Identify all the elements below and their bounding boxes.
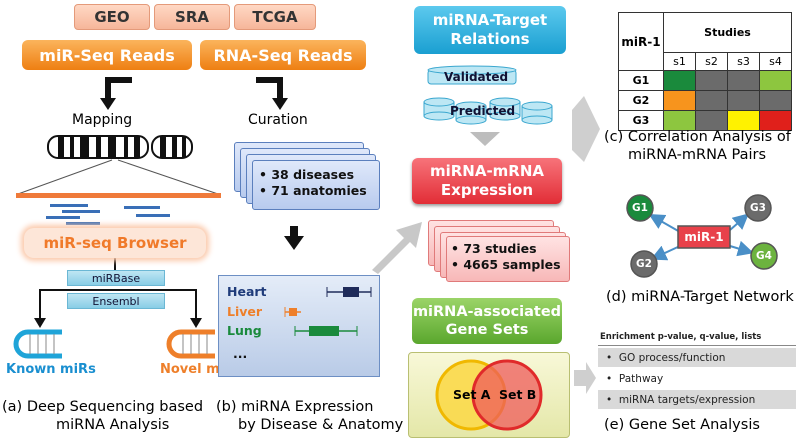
heart-boxplot xyxy=(326,287,372,297)
corr-col-s2: s2 xyxy=(695,52,728,71)
rnaseq-reads-box: RNA-Seq Reads xyxy=(200,40,366,70)
corr-col-s4: s4 xyxy=(759,52,792,71)
tissue-lung: Lung xyxy=(227,323,262,338)
corr-cell xyxy=(759,110,792,131)
g4-node xyxy=(750,242,778,270)
corr-col-s1: s1 xyxy=(663,52,696,71)
corr-cell xyxy=(663,90,696,111)
corr-cell xyxy=(695,110,728,131)
corr-row-g2: G2 xyxy=(618,90,664,111)
known-mir-icon xyxy=(13,329,62,359)
source-sra: SRA xyxy=(154,4,230,30)
target-network xyxy=(626,194,778,278)
source-geo: GEO xyxy=(74,4,150,30)
corr-cell xyxy=(663,110,696,131)
set-a-label: Set A xyxy=(453,387,491,402)
corr-cell xyxy=(759,70,792,91)
g4-label: G4 xyxy=(756,250,772,262)
tissue-more: ... xyxy=(233,346,248,361)
predicted-label: Predicted xyxy=(450,104,516,118)
enrichment-divider xyxy=(598,345,796,346)
list-item: • Pathway xyxy=(598,369,796,388)
mirbase-label: miRBase xyxy=(67,270,165,286)
mapping-label: Mapping xyxy=(72,112,133,128)
table-row: G2 xyxy=(618,90,792,111)
corr-row-header: miR-1 xyxy=(618,12,664,71)
list-item: • miRNA targets/expression xyxy=(598,390,796,409)
corr-cell xyxy=(663,70,696,91)
g2-node xyxy=(630,250,658,278)
list-item: • GO process/function xyxy=(598,348,796,367)
g1-node xyxy=(626,194,654,222)
anatomy-count: • 71 anatomies xyxy=(259,183,367,198)
genome-line xyxy=(16,193,221,198)
validated-label: Validated xyxy=(444,70,509,84)
caption-c: (c) Correlation Analysis of miRNA-mRNA P… xyxy=(604,129,791,163)
grey-arrow-to-expression xyxy=(372,222,422,274)
tissue-liver: Liver xyxy=(227,304,263,319)
disease-count: • 38 diseases xyxy=(259,167,355,182)
corr-cell xyxy=(759,90,792,111)
study-count: • 73 studies xyxy=(451,241,537,256)
corr-cell xyxy=(695,70,728,91)
enrichment-header: Enrichment p-value, q-value, lists xyxy=(600,332,762,342)
corr-cell xyxy=(727,70,760,91)
venn-diagram xyxy=(435,359,543,431)
disease-anatomy-card: • 38 diseases • 71 anatomies xyxy=(252,160,380,210)
mirseq-reads-box: miR-Seq Reads xyxy=(22,40,192,70)
g3-node xyxy=(744,194,772,222)
corr-col-s3: s3 xyxy=(727,52,760,71)
liver-boxplot xyxy=(284,307,301,317)
chromosome-icon xyxy=(47,135,193,159)
expression-down-arrow xyxy=(284,236,304,250)
database-icons xyxy=(423,65,553,125)
caption-e: (e) Gene Set Analysis xyxy=(604,417,760,433)
mir-1-label: miR-1 xyxy=(684,230,724,244)
sample-count: • 4665 samples xyxy=(451,257,561,272)
lung-boxplot xyxy=(294,326,358,336)
corr-row-g1: G1 xyxy=(618,70,664,91)
g1-label: G1 xyxy=(632,202,648,214)
network-edges xyxy=(648,213,754,261)
venn-panel: Set A Set B xyxy=(408,352,570,438)
novel-mir-icon xyxy=(166,329,215,359)
table-row: G1 xyxy=(618,70,792,91)
corr-cell xyxy=(727,90,760,111)
known-mirs-label: Known miRs xyxy=(6,362,96,377)
tissue-heart: Heart xyxy=(227,284,267,299)
set-b-label: Set B xyxy=(499,387,537,402)
table-row: G3 xyxy=(618,110,792,131)
down-arrow-grey xyxy=(470,132,500,146)
boxplot-panel: Heart Liver Lung ... xyxy=(218,275,380,377)
caption-d: (d) miRNA-Target Network xyxy=(606,289,794,305)
g3-label: G3 xyxy=(750,202,766,214)
corr-cell xyxy=(727,110,760,131)
g2-label: G2 xyxy=(636,258,652,270)
curation-arrow xyxy=(256,77,283,100)
corr-studies-header: Studies xyxy=(663,12,792,53)
correlation-table: miR-1 Studies s1 s2 s3 s4 G1 G2 G3 xyxy=(618,12,792,131)
curation-label: Curation xyxy=(248,112,308,128)
caption-b: (b) miRNA Expression by Disease & Anatom… xyxy=(216,399,404,433)
ensembl-label: Ensembl xyxy=(67,293,165,309)
corr-cell xyxy=(695,90,728,111)
mir-1-node xyxy=(677,225,731,249)
mapped-reads xyxy=(46,204,170,225)
studies-card: • 73 studies • 4665 samples xyxy=(446,236,570,282)
mirseq-browser[interactable]: miR-seq Browser xyxy=(24,228,206,258)
source-tcga: TCGA xyxy=(234,4,316,30)
caption-a: (a) Deep Sequencing based miRNA Analysis xyxy=(2,399,204,433)
boxplots xyxy=(284,287,372,336)
mapping-arrow xyxy=(105,77,132,100)
